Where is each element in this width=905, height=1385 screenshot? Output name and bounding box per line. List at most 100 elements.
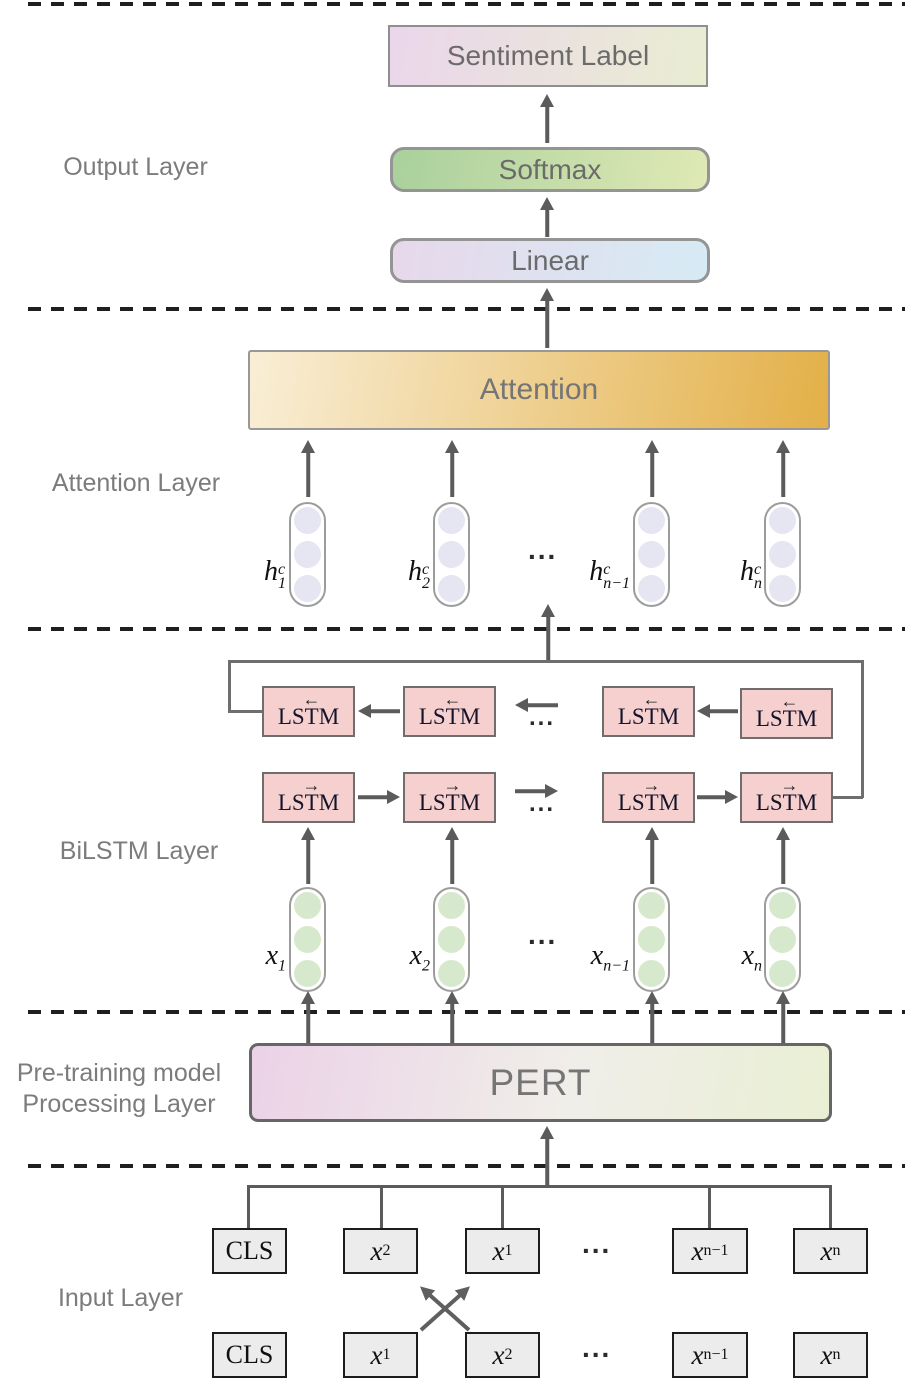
softmax-box: Softmax	[390, 147, 710, 192]
arrow-pert-to-xn	[775, 991, 791, 1044]
dashed-separator-5	[28, 1164, 905, 1168]
input-drop-xn	[829, 1185, 832, 1228]
swap-cross-arrows	[419, 1286, 471, 1332]
arrow-softmax-to-sentiment	[539, 94, 555, 143]
arrow-pert-to-x1	[300, 991, 316, 1044]
vector-cell	[438, 541, 465, 568]
right-arrow-icon: →	[443, 775, 462, 795]
arrow-xn1-to-lstm	[644, 827, 660, 884]
backward-row-ellipsis: ...	[529, 704, 556, 731]
dashed-separator-3	[28, 627, 905, 631]
input-drop-xn1	[708, 1185, 711, 1228]
vector-cell	[294, 892, 321, 919]
input-drop-x1	[501, 1185, 504, 1228]
sentiment-label-box: Sentiment Label	[388, 25, 708, 87]
input-drop-cls	[247, 1185, 250, 1228]
attention-box: Attention	[248, 350, 830, 430]
pretraining-layer-label-line2: Processing Layer	[22, 1090, 216, 1118]
bilstm-right-horizontal-line	[833, 796, 863, 799]
lstm-backward-2: ← LSTM	[403, 686, 496, 737]
input-bottom-cls: CLS	[212, 1332, 287, 1378]
attention-layer-label: Attention Layer	[51, 469, 221, 497]
vector-cell	[769, 541, 796, 568]
dashed-separator-2	[28, 307, 905, 311]
h2-vector-pill	[433, 502, 470, 607]
vector-cell	[769, 960, 796, 987]
forward-row-ellipsis: ...	[529, 790, 556, 817]
input-top-cls: CLS	[212, 1228, 287, 1274]
vector-cell	[638, 960, 665, 987]
right-arrow-icon: →	[780, 775, 799, 795]
x-row-ellipsis: ...	[528, 919, 558, 950]
arrow-h1-to-attention	[300, 440, 316, 497]
dashed-separator-4	[28, 1010, 905, 1014]
input-connector-line	[247, 1185, 832, 1188]
vector-cell	[769, 575, 796, 602]
vector-cell	[638, 575, 665, 602]
linear-box: Linear	[390, 238, 710, 283]
bilstm-left-vertical-line	[228, 660, 231, 712]
arrow-x1-to-lstm	[300, 827, 316, 884]
lstm-forward-3: → LSTM	[602, 772, 695, 823]
vector-cell	[769, 507, 796, 534]
arrow-linear-to-softmax	[539, 197, 555, 237]
arrow-forward-3-to-4	[697, 789, 738, 805]
arrow-hn-to-attention	[775, 440, 791, 497]
lstm-backward-4: ← LSTM	[740, 688, 833, 739]
vector-cell	[769, 892, 796, 919]
vector-cell	[294, 960, 321, 987]
xn-label: xn	[741, 940, 762, 975]
left-arrow-icon: ←	[302, 689, 321, 709]
x1-label: x1	[265, 940, 286, 975]
arrow-backward-2-to-1	[358, 703, 400, 719]
arrow-backward-4-to-3	[697, 703, 738, 719]
right-arrow-icon: →	[642, 775, 661, 795]
arrow-input-to-pert	[539, 1126, 555, 1186]
vector-cell	[638, 926, 665, 953]
x2-label: x2	[409, 940, 430, 975]
lstm-backward-1: ← LSTM	[262, 686, 355, 737]
left-arrow-icon: ←	[780, 691, 799, 711]
bilstm-left-horizontal-line	[228, 710, 262, 713]
input-bottom-ellipsis: ...	[582, 1332, 612, 1363]
arrow-h2-to-attention	[444, 440, 460, 497]
arrow-attention-to-linear	[539, 288, 555, 348]
vector-cell	[438, 926, 465, 953]
left-arrow-icon: ←	[443, 689, 462, 709]
vector-cell	[294, 926, 321, 953]
dashed-separator-1	[28, 2, 905, 6]
arrow-forward-1-to-2	[358, 789, 400, 805]
arrow-bilstm-to-h	[540, 604, 556, 661]
lstm-forward-1: → LSTM	[262, 772, 355, 823]
vector-cell	[438, 575, 465, 602]
lstm-forward-4: → LSTM	[740, 772, 833, 823]
xn1-vector-pill	[633, 887, 670, 992]
x1-vector-pill	[289, 887, 326, 992]
hn-vector-pill	[764, 502, 801, 607]
input-drop-x2	[380, 1185, 383, 1228]
vector-cell	[638, 541, 665, 568]
pretraining-layer-label: Pre-training model Processing Layer	[5, 1058, 233, 1120]
vector-cell	[638, 507, 665, 534]
bilstm-layer-label: BiLSTM Layer	[59, 837, 219, 865]
input-top-ellipsis: ...	[582, 1228, 612, 1259]
left-arrow-icon: ←	[642, 689, 661, 709]
h1-vector-pill	[289, 502, 326, 607]
vector-cell	[294, 541, 321, 568]
arrow-x2-to-lstm	[444, 827, 460, 884]
arrow-pert-to-xn1	[644, 991, 660, 1044]
lstm-forward-2: → LSTM	[403, 772, 496, 823]
vector-cell	[294, 575, 321, 602]
output-layer-label: Output Layer	[63, 153, 208, 181]
